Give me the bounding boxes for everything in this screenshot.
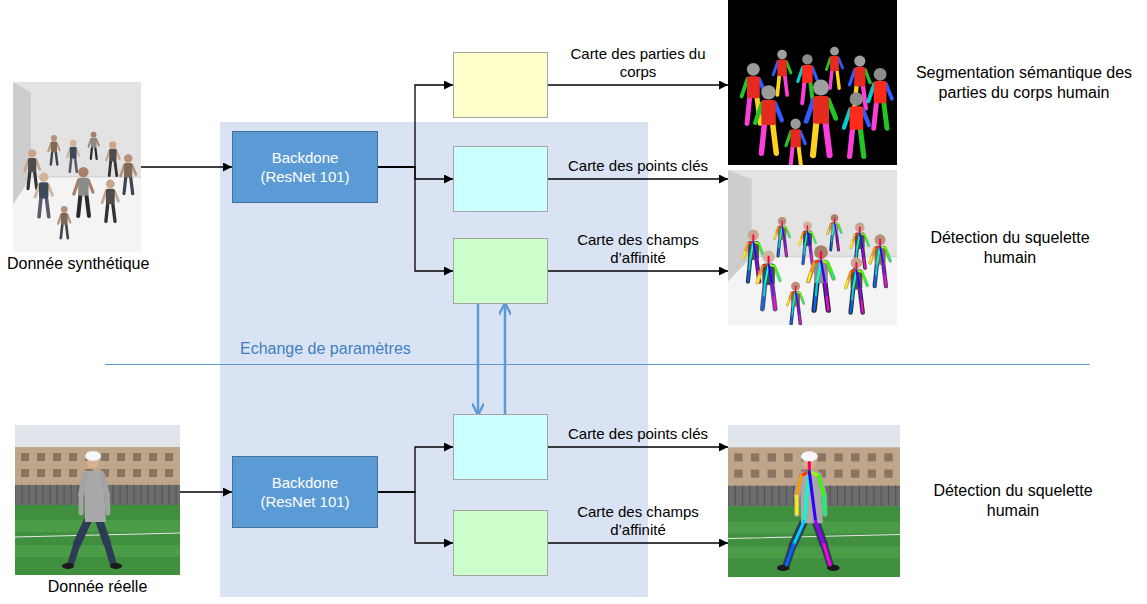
edge-label-holder: Carte des champs d’affinité <box>552 503 724 539</box>
backbone-label: Backdone (ResNet 101) <box>255 148 355 186</box>
flow-arrow <box>548 84 728 85</box>
head-box <box>453 52 548 118</box>
flow-arrow <box>180 491 232 492</box>
head-box <box>453 146 548 212</box>
output-label: Détection du squelette humain <box>908 481 1118 521</box>
flow-arrow <box>378 447 453 492</box>
output-label: Détection du squelette humain <box>905 228 1115 268</box>
flow-arrow <box>378 492 453 543</box>
image-caption: Donnée synthétique <box>7 254 197 274</box>
flow-arrow <box>548 178 728 179</box>
backbone-box: Backdone (ResNet 101) <box>232 456 378 528</box>
flow-arrow <box>141 166 232 167</box>
image-panel: Détection du squelette humain <box>728 425 900 577</box>
edge-label: Carte des champs d’affinité <box>552 503 724 539</box>
edge-label: Carte des points clés <box>552 425 724 443</box>
photo-illustration <box>728 0 897 165</box>
edge-label-holder: Carte des points clés <box>552 425 724 443</box>
exchange-arrow <box>504 304 507 414</box>
backbone-box: Backdone (ResNet 101) <box>232 131 378 203</box>
image-panel: Segmentation sémantique des parties du c… <box>728 0 897 165</box>
output-label: Segmentation sémantique des parties du c… <box>905 63 1143 103</box>
exchange-arrow <box>477 304 480 414</box>
edge-label-holder: Carte des champs d’affinité <box>552 231 724 267</box>
image-panel: Détection du squelette humain <box>728 170 897 325</box>
head-box <box>453 414 548 480</box>
photo-illustration <box>13 82 141 252</box>
edge-label: Carte des champs d’affinité <box>552 231 724 267</box>
flow-arrow <box>548 446 728 447</box>
edge-label-holder: Carte des points clés <box>552 157 724 175</box>
photo-illustration <box>728 170 897 325</box>
image-panel: Donnée synthétique <box>13 82 141 252</box>
edge-label: Carte des points clés <box>552 157 724 175</box>
edge-label: Carte des parties du corps <box>552 45 724 81</box>
flow-arrow <box>378 167 453 271</box>
flow-arrow <box>548 542 728 543</box>
flow-arrow <box>378 85 453 167</box>
head-box <box>453 510 548 576</box>
image-caption: Donnée réelle <box>5 577 190 597</box>
backbone-label: Backdone (ResNet 101) <box>255 473 355 511</box>
flow-arrow <box>548 270 728 271</box>
edge-label-holder: Carte des parties du corps <box>552 45 724 81</box>
divider <box>105 364 1090 365</box>
photo-illustration <box>15 425 180 575</box>
free-label-holder: Echange de paramètres <box>240 339 470 359</box>
head-box <box>453 238 548 304</box>
image-panel: Donnée réelle <box>15 425 180 575</box>
photo-illustration <box>728 425 900 577</box>
exchange-label: Echange de paramètres <box>240 339 470 359</box>
